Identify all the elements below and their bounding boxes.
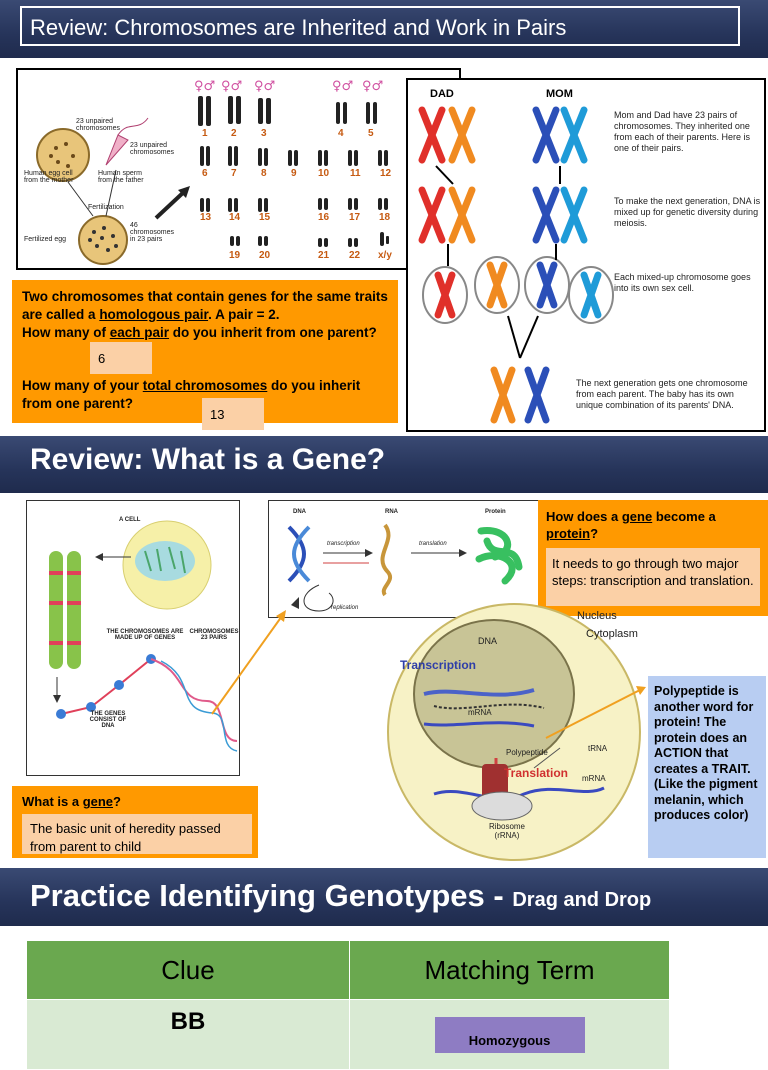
label-ribosome-cell: Ribosome (rRNA) xyxy=(488,822,525,840)
svg-text:♀♂: ♀♂ xyxy=(194,79,215,94)
gene-protein-answer-field[interactable]: It needs to go through two major steps: … xyxy=(546,548,760,606)
chromosome-number: 19 xyxy=(229,250,241,261)
label-mom: MOM xyxy=(546,88,573,100)
section3-title: Practice Identifying Genotypes - Drag an… xyxy=(30,878,652,913)
chromosome-number: 3 xyxy=(261,128,267,139)
genotype-table: Clue Matching Term BB Homozygous xyxy=(26,940,670,1070)
draggable-term-tile[interactable]: Homozygous xyxy=(434,1017,585,1053)
homologous-question-box: Two chromosomes that contain genes for t… xyxy=(12,280,398,423)
term-cell: Homozygous xyxy=(349,999,670,1070)
section2-banner: Review: What is a Gene? xyxy=(0,436,768,493)
label-translation-cell: Translation xyxy=(504,766,569,780)
section1-title: Review: Chromosomes are Inherited and Wo… xyxy=(20,6,740,46)
meiosis-text-4: The next generation gets one chromosome … xyxy=(576,378,748,410)
label-transcription-cell: Transcription xyxy=(400,658,477,672)
label-rna: RNA xyxy=(385,509,398,515)
chromosome-number: 14 xyxy=(229,212,241,223)
chromosome-number: 21 xyxy=(318,250,330,261)
label-translation: translation xyxy=(419,541,447,547)
central-dogma-illustration xyxy=(287,523,523,612)
chromosome-number: 20 xyxy=(259,250,271,261)
chromosome-number: 6 xyxy=(202,168,208,179)
central-dogma-diagram: DNA RNA Protein transcription translatio… xyxy=(268,500,540,618)
answer-total-field[interactable]: 13 xyxy=(202,398,264,430)
table-row: BB Homozygous xyxy=(26,999,670,1070)
label-fertilization: Fertilization xyxy=(88,204,124,211)
protein-synthesis-cell xyxy=(387,603,641,861)
clue-cell: BB xyxy=(26,999,350,1070)
answer-each-pair-field[interactable]: 6 xyxy=(90,342,152,374)
chromosome-number: 15 xyxy=(259,212,271,223)
label-dad: DAD xyxy=(430,88,454,100)
chromosome-number: 18 xyxy=(379,212,391,223)
cell-gene-illustration xyxy=(49,520,238,752)
question-each-pair: How many of each pair do you inherit fro… xyxy=(22,325,377,340)
label-cytoplasm: Cytoplasm xyxy=(586,628,638,640)
section3-subtitle: Drag and Drop xyxy=(512,889,652,911)
label-pairs: CHROMOSOMES 23 PAIRS xyxy=(189,629,239,641)
label-unpaired: 23 unpaired chromosomes xyxy=(76,118,120,132)
meiosis-text-1: Mom and Dad have 23 pairs of chromosomes… xyxy=(614,110,751,153)
label-trna-cell: tRNA xyxy=(588,744,608,753)
table-header-clue: Clue xyxy=(26,940,350,1000)
chromosome-number: 9 xyxy=(291,168,297,179)
karyotype-panel: ♀♂ ♀♂ ♀♂ ♀♂ ♀♂ xyxy=(16,68,461,270)
chromosome-number: x/y xyxy=(378,250,392,261)
polypeptide-note: Polypeptide is another word for protein!… xyxy=(648,676,766,858)
label-polypeptide-cell: Polypeptide xyxy=(506,748,548,757)
chromosome-number: 10 xyxy=(318,168,330,179)
karyotype-diagram: ♀♂ ♀♂ ♀♂ ♀♂ ♀♂ xyxy=(36,79,389,265)
svg-text:♀♂: ♀♂ xyxy=(254,79,275,94)
meiosis-diagram xyxy=(418,106,614,424)
label-genes-dna: THE GENES CONSIST OF DNA xyxy=(89,711,127,729)
label-dna: DNA xyxy=(293,509,306,515)
meiosis-panel: DAD MOM Mom and Dad have 23 pairs of chr… xyxy=(406,78,766,432)
label-sperm-unpaired: 23 unpaired chromosomes xyxy=(130,142,174,156)
label-made-up: THE CHROMOSOMES ARE MADE UP OF GENES xyxy=(106,629,184,641)
chromosome-number: 11 xyxy=(350,168,361,179)
section2-title: Review: What is a Gene? xyxy=(30,443,386,476)
svg-text:♀♂: ♀♂ xyxy=(362,79,383,94)
label-dna-cell: DNA xyxy=(478,636,498,646)
chromosome-number: 7 xyxy=(231,168,237,179)
cell-gene-diagram: A CELL THE CHROMOSOMES ARE MADE UP OF GE… xyxy=(26,500,240,776)
chromosome-number: 1 xyxy=(202,128,208,139)
label-protein: Protein xyxy=(485,509,506,515)
label-mrna2-cell: mRNA xyxy=(582,774,606,783)
chromosome-number: 22 xyxy=(349,250,361,261)
label-egg: Human egg cell from the mother xyxy=(24,170,74,184)
section3-banner: Practice Identifying Genotypes - Drag an… xyxy=(0,868,768,926)
chromosome-number: 16 xyxy=(318,212,330,223)
label-a-cell: A CELL xyxy=(119,517,141,523)
section1-banner: Review: Chromosomes are Inherited and Wo… xyxy=(0,0,768,58)
chromosome-number: 5 xyxy=(368,128,374,139)
label-mrna-cell: mRNA xyxy=(468,708,492,717)
chromosome-number: 8 xyxy=(261,168,267,179)
question-total: How many of your total chromosomes do yo… xyxy=(22,378,361,411)
label-sperm: Human sperm from the father xyxy=(98,170,144,184)
gene-definition-field[interactable]: The basic unit of heredity passed from p… xyxy=(22,814,252,854)
label-fertilized-egg: Fertilized egg xyxy=(24,236,67,243)
label-replication: replication xyxy=(331,605,359,611)
meiosis-text-3: Each mixed-up chromosome goes into its o… xyxy=(614,272,751,293)
chromosome-number: 13 xyxy=(200,212,212,223)
chromosome-number: 17 xyxy=(349,212,361,223)
svg-text:♀♂: ♀♂ xyxy=(221,79,242,94)
chromosome-number: 2 xyxy=(231,128,237,139)
svg-text:♀♂: ♀♂ xyxy=(332,79,353,94)
chromosome-number: 4 xyxy=(338,128,344,139)
table-header-term: Matching Term xyxy=(349,940,670,1000)
label-nucleus: Nucleus xyxy=(577,610,617,622)
label-transcription: transcription xyxy=(327,541,360,547)
chromosome-number: 12 xyxy=(380,168,392,179)
homologous-definition: Two chromosomes that contain genes for t… xyxy=(22,289,388,322)
label-forty-six: 46 chromosomes in 23 pairs xyxy=(130,222,174,243)
meiosis-text-2: To make the next generation, DNA is mixe… xyxy=(614,196,761,228)
